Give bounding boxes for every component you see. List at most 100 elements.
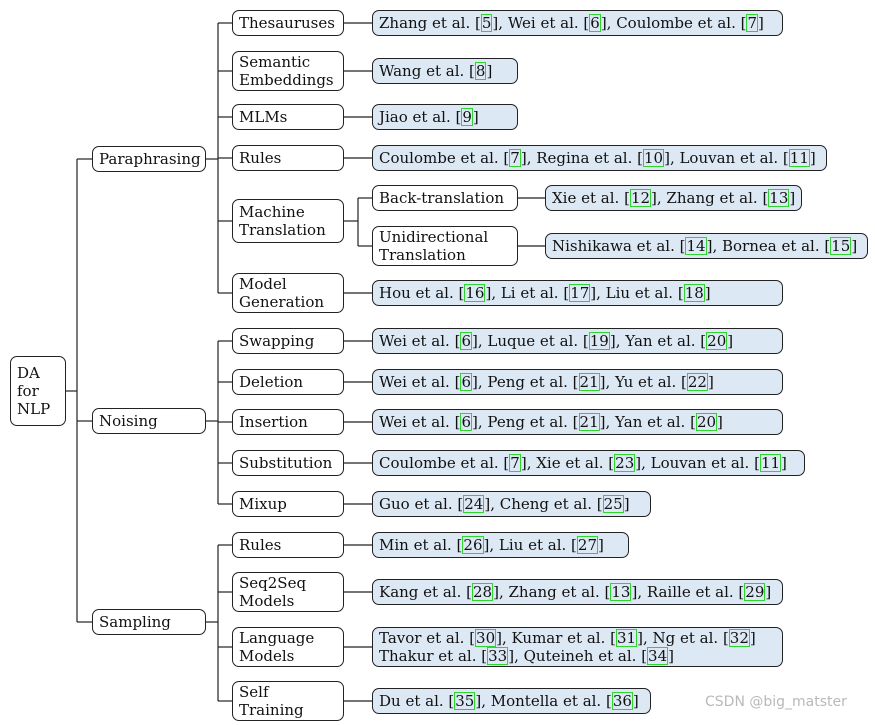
method-substitution: Substitution [232,450,344,476]
citation-author: Nishikawa et al. [552,237,680,255]
method-model-generation: Model Generation [232,273,344,313]
citation-number[interactable]: 6 [589,14,601,32]
citation-author: , Cheng et al. [490,495,597,513]
citation-box-semantic-embeddings: Wang et al. [8] [372,58,518,84]
method-rules: Rules [232,145,344,171]
method-semantic-embeddings: Semantic Embeddings [232,51,344,91]
citation-author: Tavor et al. [379,629,470,647]
citation-number[interactable]: 7 [509,454,521,472]
citation-number[interactable]: 11 [759,454,782,472]
citation-number[interactable]: 36 [611,692,633,710]
citation-number[interactable]: 18 [683,284,705,302]
citation-number[interactable]: 27 [576,536,598,554]
citation-number[interactable]: 35 [454,692,476,710]
citation-number[interactable]: 6 [460,413,472,431]
citation-author: , Wei et al. [498,14,584,32]
citation-author: , Luque et al. [477,332,583,350]
citation-number[interactable]: 11 [788,149,810,167]
citation-number[interactable]: 23 [614,454,636,472]
citation-box-insertion: Wei et al. [6], Peng et al. [21], Yan et… [372,409,783,435]
citation-text: Hou et al. [16], Li et al. [17], Liu et … [379,284,711,302]
citation-number[interactable]: 24 [463,495,485,513]
citation-box-model-generation: Hou et al. [16], Li et al. [17], Liu et … [372,280,783,306]
citation-box-rules: Coulombe et al. [7], Regina et al. [10],… [372,145,827,171]
citation-author: Wei et al. [379,373,455,391]
citation-text: Coulombe et al. [7], Regina et al. [10],… [379,149,816,167]
citation-number[interactable]: 12 [629,189,652,207]
citation-author: , Liu et al. [596,284,678,302]
citation-text: Zhang et al. [5], Wei et al. [6], Coulom… [379,14,764,32]
citation-number[interactable]: 16 [464,284,486,302]
citation-number[interactable]: 28 [472,583,494,601]
category-paraphrasing: Paraphrasing [92,146,206,172]
citation-author: Zhang et al. [379,14,476,32]
citation-number[interactable]: 15 [830,237,852,255]
citation-author: Min et al. [379,536,457,554]
citation-number[interactable]: 34 [647,647,669,665]
citation-author: Guo et al. [379,495,458,513]
citation-number[interactable]: 17 [569,284,591,302]
citation-box-mixup: Guo et al. [24], Cheng et al. [25] [372,491,651,517]
citation-number[interactable]: 10 [642,149,665,167]
citation-number[interactable]: 20 [695,413,718,431]
citation-number[interactable]: 7 [509,149,521,167]
citation-number[interactable]: 7 [746,14,759,32]
citation-number[interactable]: 6 [460,373,472,391]
citation-number[interactable]: 6 [460,332,472,350]
citation-author: Coulombe et al. [379,149,504,167]
citation-box-language-models: Tavor et al. [30], Kumar et al. [31], Ng… [372,627,783,667]
citation-box-self-training: Du et al. [35], Montella et al. [36] [372,688,651,714]
citation-number[interactable]: 25 [602,495,624,513]
citation-text: Guo et al. [24], Cheng et al. [25] [379,495,630,513]
watermark: CSDN @big_matster [705,694,847,710]
method-self-training: Self Training [232,681,344,721]
method-thesauruses: Thesauruses [232,10,344,36]
citation-number[interactable]: 33 [487,647,509,665]
citation-number[interactable]: 22 [686,373,708,391]
citation-text: Tavor et al. [30], Kumar et al. [31], Ng… [379,629,756,665]
citation-author: , Bornea et al. [712,237,825,255]
citation-text: Wei et al. [6], Luque et al. [19], Yan e… [379,332,734,350]
citation-number[interactable]: 14 [685,237,707,255]
submethod-unidirectional-translation: Unidirectional Translation [372,226,518,266]
citation-number[interactable]: 30 [475,629,497,647]
citation-number[interactable]: 26 [462,536,484,554]
citation-text: Coulombe et al. [7], Xie et al. [23], Lo… [379,454,787,472]
citation-text: Nishikawa et al. [14], Bornea et al. [15… [552,237,858,255]
citation-number[interactable]: 29 [744,583,766,601]
citation-author: , Montella et al. [481,692,606,710]
citation-number[interactable]: 13 [610,583,632,601]
citation-box-seq2seq-models: Kang et al. [28], Zhang et al. [13], Rai… [372,579,783,605]
root-node-da-for-nlp: DA for NLP [10,356,66,426]
method-machine-translation: Machine Translation [232,199,344,243]
citation-box-unidirectional-translation: Nishikawa et al. [14], Bornea et al. [15… [545,233,868,259]
citation-number[interactable]: 20 [706,332,728,350]
citation-text: Wei et al. [6], Peng et al. [21], Yu et … [379,373,714,391]
citation-number[interactable]: 19 [588,332,610,350]
category-noising: Noising [92,408,206,434]
citation-number[interactable]: 5 [480,14,493,32]
citation-author: , Louvan et al. [641,454,755,472]
citation-number[interactable]: 8 [474,62,487,80]
citation-author: , Peng et al. [477,413,573,431]
submethod-back-translation: Back-translation [372,185,518,211]
citation-author: Jiao et al. [379,108,456,126]
method-mlms: MLMs [232,104,344,130]
citation-author: , Zhang et al. [498,583,605,601]
citation-author: , Kumar et al. [502,629,611,647]
method-insertion: Insertion [232,409,344,435]
citation-box-back-translation: Xie et al. [12], Zhang et al. [13] [545,185,802,211]
citation-number[interactable]: 13 [768,189,790,207]
method-language-models: Language Models [232,627,344,667]
citation-number[interactable]: 21 [578,413,600,431]
citation-number[interactable]: 21 [578,373,600,391]
citation-author: , Zhang et al. [656,189,763,207]
method-swapping: Swapping [232,328,344,354]
citation-author: , Quteineh et al. [514,647,642,665]
citation-number[interactable]: 31 [616,629,638,647]
citation-box-rules: Min et al. [26], Liu et al. [27] [372,532,629,558]
citation-text: Kang et al. [28], Zhang et al. [13], Rai… [379,583,772,601]
citation-number[interactable]: 9 [461,108,473,126]
citation-number[interactable]: 32 [728,629,750,647]
